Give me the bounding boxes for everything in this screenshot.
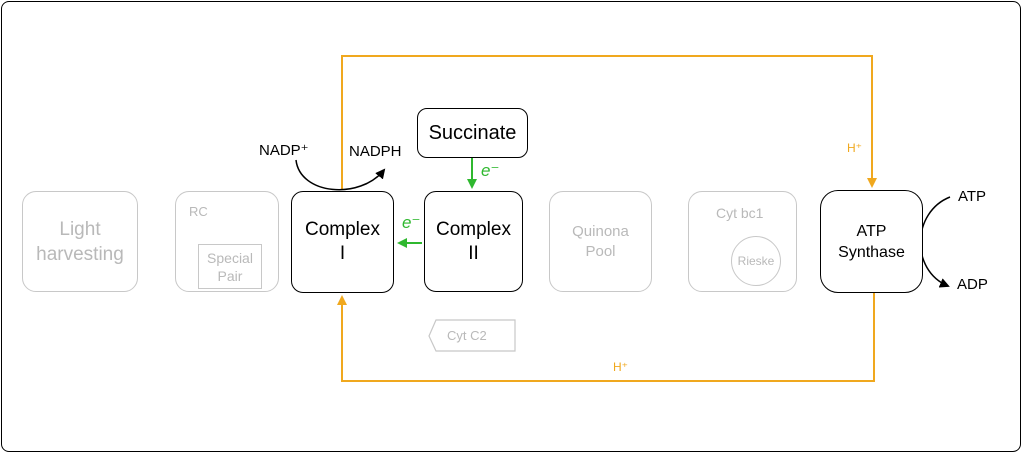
cyt-c2-label: Cyt C2	[447, 328, 487, 343]
complex-2-label: Complex II	[436, 218, 511, 264]
atp-synthase-node: ATP Synthase	[820, 190, 923, 293]
atp-adp-arrow	[919, 196, 951, 288]
atp-synthase-label: ATP Synthase	[838, 222, 905, 261]
quinona-pool-node: Quinona Pool	[549, 191, 652, 292]
succinate-label: Succinate	[428, 121, 517, 144]
cyt-c2-shape	[428, 319, 516, 352]
adp-label: ADP	[957, 276, 988, 293]
light-harvesting-label: Light harvesting	[36, 218, 124, 265]
nadp-reduction-arrow	[295, 159, 386, 191]
proton-path-top	[341, 55, 877, 190]
complex-2-node: Complex II	[424, 191, 523, 292]
special-pair-node: Special Pair	[198, 244, 262, 289]
complex-1-label: Complex I	[305, 219, 380, 264]
nadph-label: NADPH	[349, 143, 402, 160]
succinate-node: Succinate	[417, 108, 528, 158]
cyt-bc1-node	[688, 191, 797, 292]
proton-path-bottom	[337, 293, 875, 382]
electron-label-left: e⁻	[402, 213, 421, 232]
complex-1-node: Complex I	[291, 191, 394, 293]
quinona-pool-label: Quinona Pool	[572, 222, 629, 260]
nadp-plus-label: NADP⁺	[259, 142, 309, 159]
electron-label-down: e⁻	[481, 161, 500, 180]
proton-label-bottom: H⁺	[613, 360, 628, 374]
special-pair-label: Special Pair	[207, 249, 253, 284]
rieske-node: Rieske	[731, 236, 781, 286]
atp-label: ATP	[958, 188, 987, 205]
rc-label: RC	[189, 204, 208, 219]
cyt-bc1-label: Cyt bc1	[716, 205, 764, 221]
proton-label-top: H⁺	[847, 141, 862, 155]
rc-node	[175, 191, 279, 292]
rieske-label: Rieske	[737, 254, 775, 268]
light-harvesting-node: Light harvesting	[22, 191, 138, 292]
